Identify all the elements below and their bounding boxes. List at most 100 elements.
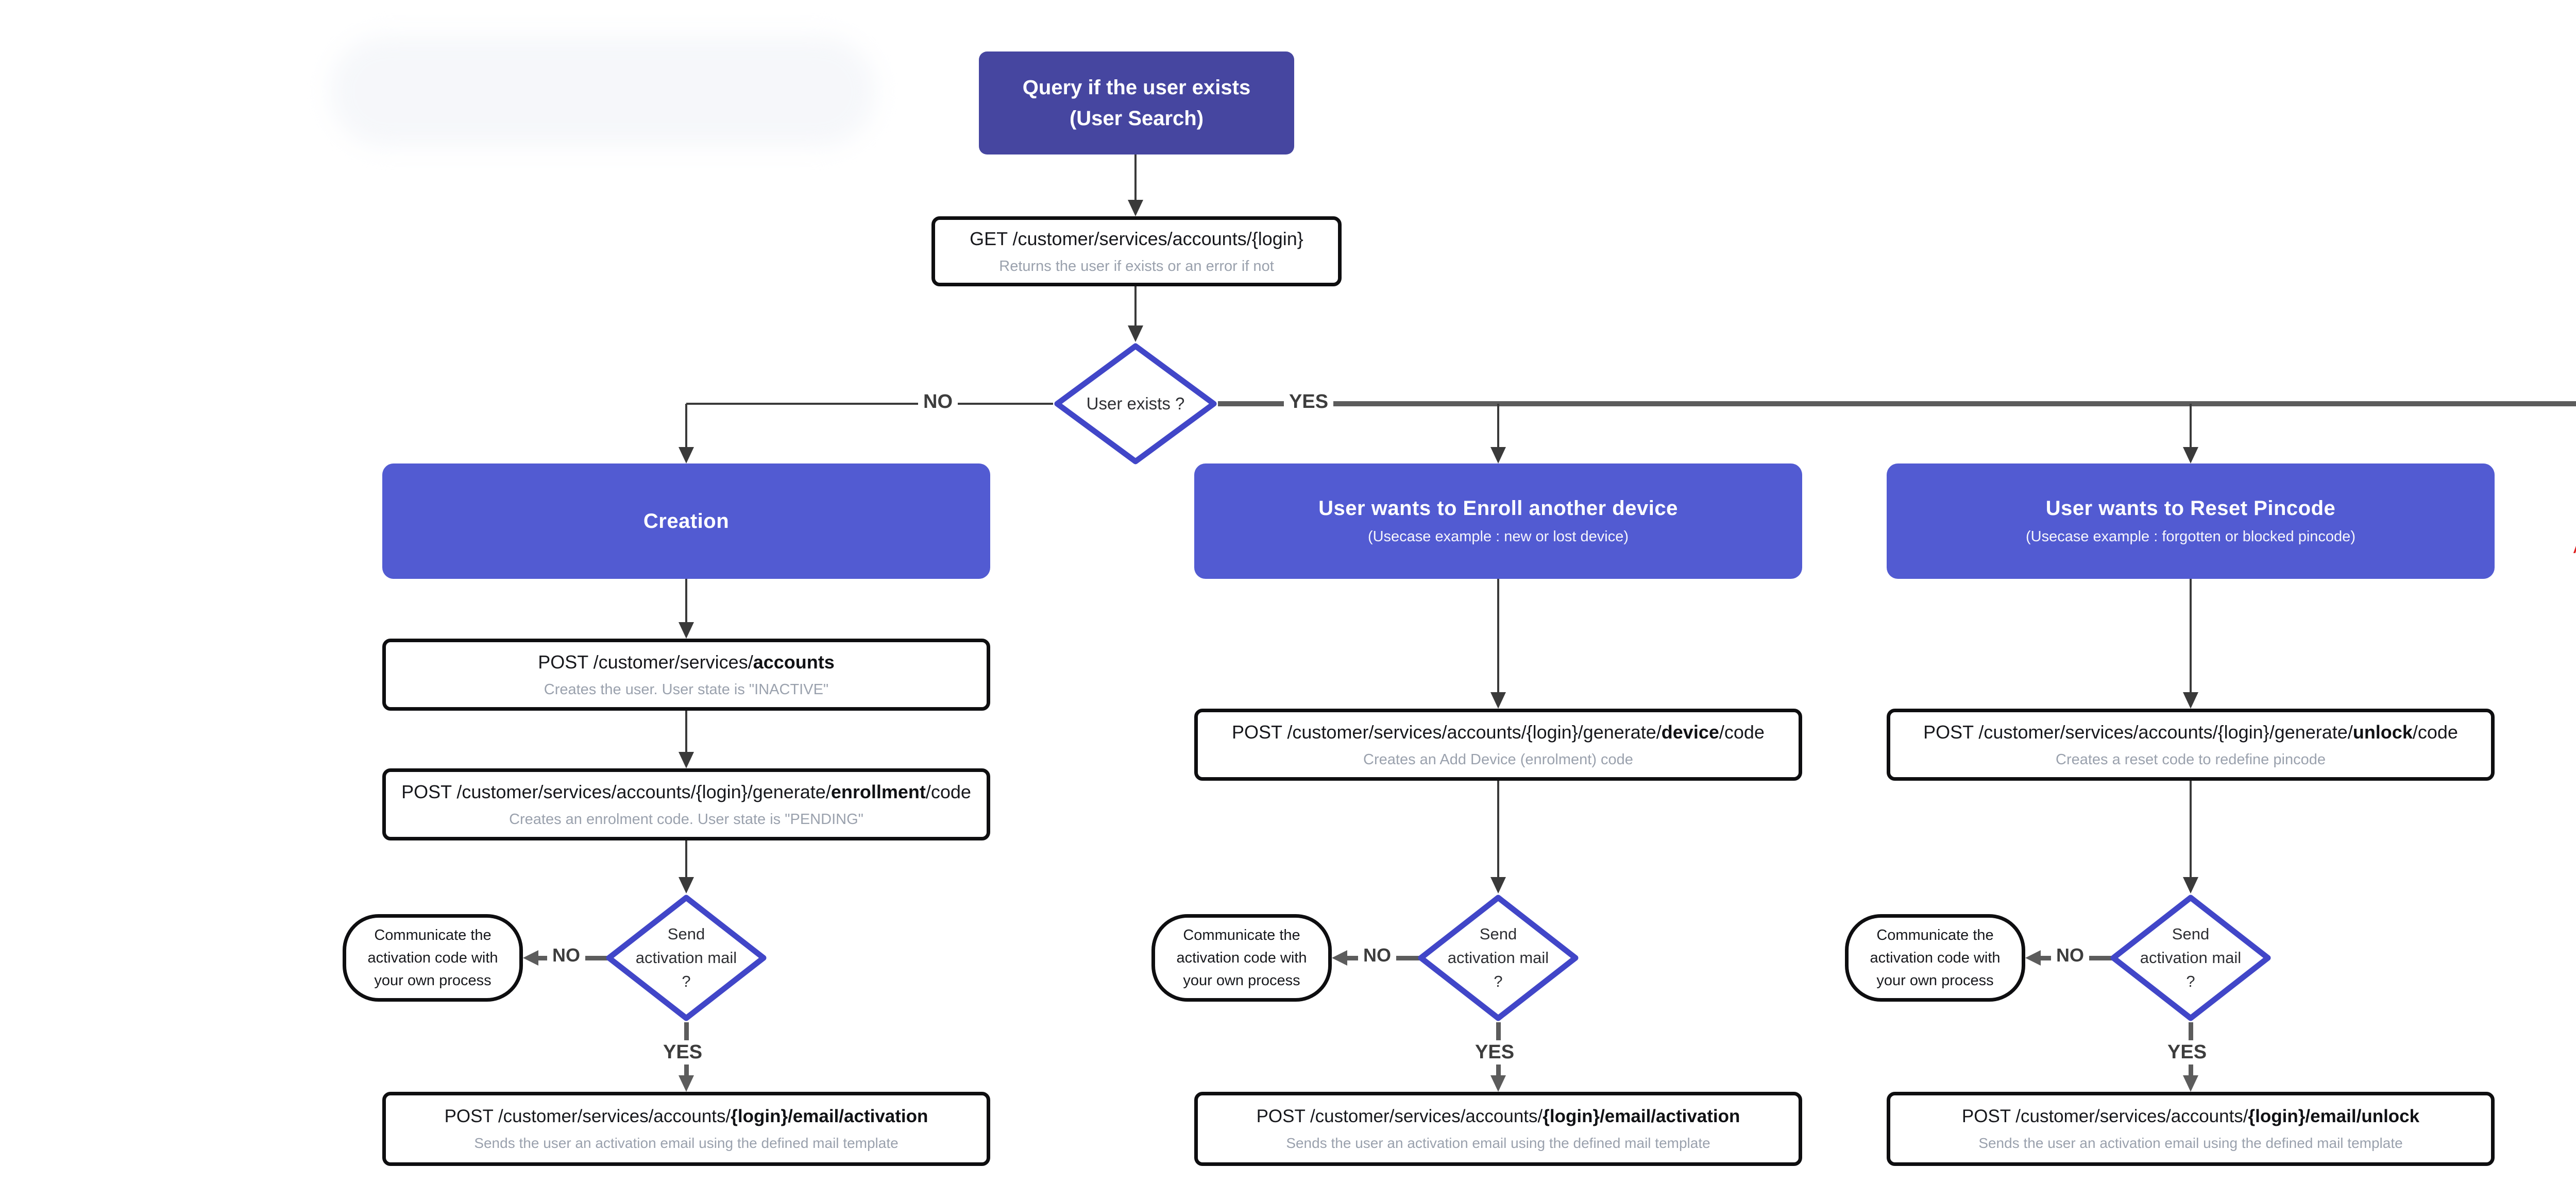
- col2-arrowhead-2: [1490, 877, 1506, 894]
- header-creation-title: Creation: [643, 509, 730, 533]
- col2-step-device-code: POST /customer/services/accounts/{login}…: [1194, 709, 1802, 781]
- col1-final-email-activation: POST /customer/services/accounts/{login}…: [382, 1092, 990, 1166]
- start-node: Query if the user exists (User Search): [979, 51, 1294, 154]
- col3-final-prefix: POST /customer/services/accounts/: [1961, 1106, 2248, 1126]
- arrowhead-into-creation-header: [679, 447, 694, 463]
- col3-no-arrowhead: [2025, 950, 2041, 966]
- user-exists-label: User exists ?: [1086, 394, 1185, 413]
- col2-connector-1: [1497, 579, 1499, 692]
- col3-step1-bold: unlock: [2352, 721, 2413, 743]
- col3-yes-arrowhead: [2183, 1075, 2198, 1092]
- col1-communicate-note: Communicate the activation code with you…: [343, 914, 523, 1002]
- header-reset-pincode: User wants to Reset Pincode (Usecase exa…: [1887, 463, 2495, 579]
- col2-communicate-note: Communicate the activation code with you…: [1151, 914, 1332, 1002]
- col2-final-title: POST /customer/services/accounts/{login}…: [1257, 1106, 1740, 1127]
- col3-final-title: POST /customer/services/accounts/{login}…: [1962, 1106, 2419, 1127]
- col2-step1-bold: device: [1661, 721, 1719, 743]
- mail-decision-line1: Send: [1479, 925, 1517, 943]
- col1-step1-prefix: POST /customer/services/: [538, 651, 753, 673]
- col3-step-unlock-code: POST /customer/services/accounts/{login}…: [1887, 709, 2495, 781]
- arrowhead-into-enroll-header: [1490, 447, 1506, 463]
- col2-final-prefix: POST /customer/services/accounts/: [1256, 1106, 1543, 1126]
- col2-no-arrowhead: [1332, 950, 1347, 966]
- get-user-node: GET /customer/services/accounts/{login} …: [931, 216, 1342, 286]
- start-subtitle: (User Search): [1069, 107, 1204, 130]
- col1-no-arrowhead: [523, 950, 538, 966]
- col1-step2-bold: enrollment: [831, 781, 926, 802]
- col1-step1-title: POST /customer/services/accounts: [538, 651, 835, 673]
- col3-step1-suffix: /code: [2412, 721, 2458, 743]
- col1-final-title: POST /customer/services/accounts/{login}…: [445, 1106, 928, 1127]
- diamond-shape: [606, 895, 767, 1021]
- col2-step1-title: POST /customer/services/accounts/{login}…: [1232, 722, 1765, 743]
- diamond-shape: [1418, 895, 1579, 1021]
- col1-final-prefix: POST /customer/services/accounts/: [444, 1106, 731, 1126]
- col3-communicate-text: Communicate the activation code with you…: [1870, 927, 2001, 989]
- col1-arrowhead-1: [679, 622, 694, 639]
- diamond-shape: [1054, 343, 1217, 465]
- header-reset-subtitle: (Usecase example : forgotten or blocked …: [2026, 528, 2355, 545]
- col1-send-mail-label: Send activation mail ?: [604, 894, 769, 1022]
- col1-step2-title: POST /customer/services/accounts/{login}…: [401, 781, 971, 803]
- mail-decision-line2: activation mail: [2140, 949, 2242, 967]
- col2-arrowhead-1: [1490, 692, 1506, 709]
- col1-communicate-text: Communicate the activation code with you…: [367, 927, 498, 989]
- col2-yes-arrowhead: [1490, 1075, 1506, 1092]
- col3-final-bold: {login}/email/unlock: [2248, 1106, 2420, 1126]
- col3-step1-prefix: POST /customer/services/accounts/{login}…: [1923, 721, 2353, 743]
- col1-arrowhead-2: [679, 752, 694, 768]
- header-enroll-subtitle: (Usecase example : new or lost device): [1367, 528, 1629, 545]
- col3-final-subtitle: Sends the user an activation email using…: [1978, 1135, 2403, 1151]
- col2-no-label: NO: [1358, 943, 1396, 967]
- col2-yes-label: YES: [1470, 1040, 1520, 1064]
- col2-connector-2: [1497, 781, 1499, 877]
- yes-branch-line: [1218, 401, 2576, 406]
- user-exists-decision: User exists ?: [1053, 342, 1218, 466]
- mail-decision-line1: Send: [667, 925, 705, 943]
- col2-send-mail-decision: Send activation mail ?: [1416, 894, 1581, 1022]
- col1-step2-suffix: /code: [925, 781, 971, 802]
- col1-step1-bold: accounts: [753, 651, 835, 673]
- col3-final-email-unlock: POST /customer/services/accounts/{login}…: [1887, 1092, 2495, 1166]
- header-forgot-warning: ALL ENROLED DEVICES ARE DESTROYED AND PI…: [2573, 541, 2576, 557]
- col3-connector-2: [2190, 781, 2192, 877]
- mail-decision-line3: ?: [1494, 972, 1503, 990]
- col3-send-mail-label: Send activation mail ?: [2108, 894, 2273, 1022]
- col3-communicate-note: Communicate the activation code with you…: [1845, 914, 2025, 1002]
- col2-final-bold: {login}/email/activation: [1543, 1106, 1740, 1126]
- col2-final-email-activation: POST /customer/services/accounts/{login}…: [1194, 1092, 1802, 1166]
- col1-step2-prefix: POST /customer/services/accounts/{login}…: [401, 781, 831, 802]
- col1-arrowhead-3: [679, 877, 694, 894]
- arrowhead-into-user-exists-diamond: [1128, 325, 1143, 342]
- col1-connector-2: [685, 711, 687, 752]
- get-user-title: GET /customer/services/accounts/{login}: [970, 228, 1303, 249]
- col3-arrowhead-1: [2183, 692, 2198, 709]
- col2-communicate-text: Communicate the activation code with you…: [1176, 927, 1307, 989]
- col3-connector-1: [2190, 579, 2192, 692]
- col1-no-label: NO: [547, 943, 585, 967]
- col3-send-mail-decision: Send activation mail ?: [2108, 894, 2273, 1022]
- connector-get-to-decision: [1134, 286, 1137, 325]
- connector-start-to-get: [1134, 154, 1137, 202]
- arrowhead-into-reset-header: [2183, 447, 2198, 463]
- col3-yes-label: YES: [2162, 1040, 2212, 1064]
- header-enroll-title: User wants to Enroll another device: [1318, 497, 1678, 520]
- col2-send-mail-label: Send activation mail ?: [1416, 894, 1581, 1022]
- header-reset-title: User wants to Reset Pincode: [2045, 497, 2336, 520]
- col1-step2-subtitle: Creates an enrolment code. User state is…: [509, 811, 863, 828]
- mail-decision-line3: ?: [2186, 972, 2195, 990]
- no-branch-drop: [685, 404, 687, 447]
- col1-step1-subtitle: Creates the user. User state is "INACTIV…: [544, 681, 829, 698]
- mail-decision-line2: activation mail: [635, 949, 737, 967]
- yes-drop-col3: [2190, 404, 2192, 447]
- no-branch-label: NO: [918, 390, 958, 414]
- col1-final-bold: {login}/email/activation: [731, 1106, 928, 1126]
- col2-step1-suffix: /code: [1719, 721, 1765, 743]
- col1-yes-arrowhead: [679, 1075, 694, 1092]
- col2-final-subtitle: Sends the user an activation email using…: [1286, 1135, 1710, 1151]
- mail-decision-line3: ?: [682, 972, 691, 990]
- col1-connector-3: [685, 840, 687, 877]
- header-enroll-device: User wants to Enroll another device (Use…: [1194, 463, 1802, 579]
- col1-connector-1: [685, 579, 687, 622]
